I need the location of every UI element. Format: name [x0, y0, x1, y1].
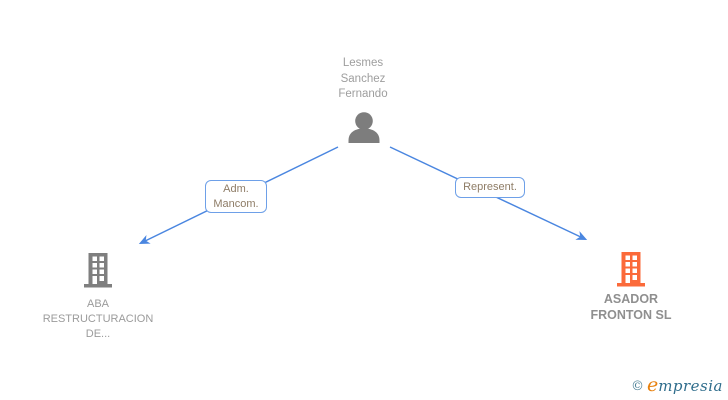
person-name-line: Lesmes	[342, 57, 384, 69]
company-name-line: DE...	[85, 328, 111, 340]
copyright-icon: ©	[630, 379, 644, 394]
person-icon	[348, 112, 380, 143]
person-name: Lesmes Sanchez Fernando	[283, 56, 443, 103]
edge-label-adm-mancom[interactable]: Adm. Mancom.	[205, 180, 267, 213]
logo-letter-e: e	[646, 374, 659, 396]
edge-label-line: Adm.	[223, 183, 249, 195]
company-node-aba[interactable]	[78, 248, 122, 292]
company-name-line: ASADOR	[603, 292, 659, 306]
edge-label-represent[interactable]: Represent.	[455, 177, 525, 198]
person-node[interactable]	[334, 108, 394, 148]
empresia-logo[interactable]: ©empresia	[631, 374, 723, 396]
company-node-asador[interactable]	[611, 247, 655, 291]
company-name-asador: ASADOR FRONTON SL	[551, 291, 711, 323]
company-name-line: FRONTON SL	[590, 308, 672, 322]
person-name-line: Sanchez	[340, 72, 386, 85]
building-icon	[84, 253, 112, 288]
company-name-line: RESTRUCTURACION	[42, 313, 154, 325]
company-name-line: ABA	[86, 298, 109, 310]
edge-label-line: Mancom.	[213, 198, 259, 210]
building-icon	[617, 252, 645, 287]
logo-text: mpresia	[658, 377, 723, 395]
person-name-line: Fernando	[338, 88, 388, 100]
company-name-aba: ABA RESTRUCTURACION DE...	[18, 297, 178, 342]
edge-label-line: Represent.	[463, 181, 517, 193]
